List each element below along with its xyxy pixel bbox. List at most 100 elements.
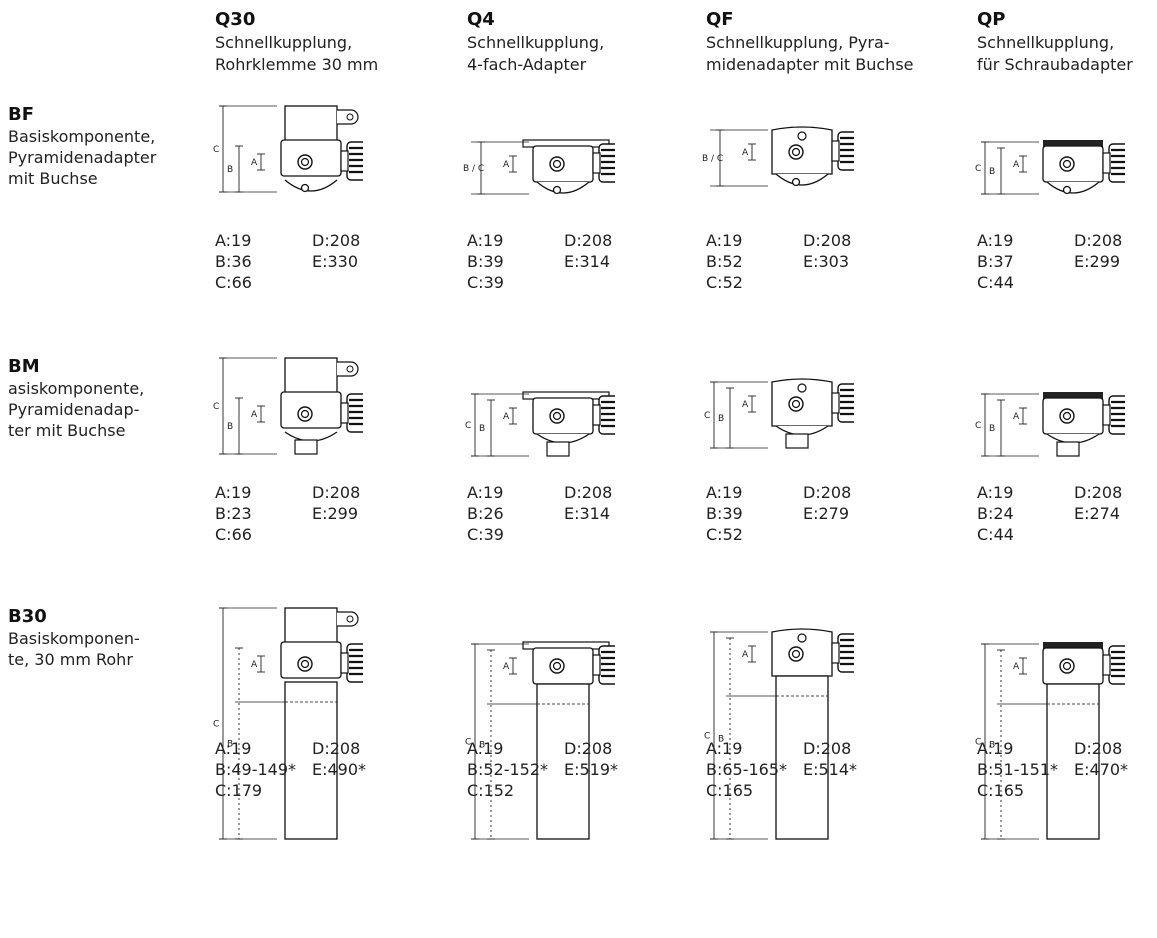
dimension-e: E:299 [1074, 252, 1121, 271]
knob-icon [340, 141, 370, 181]
svg-text:B: B [227, 165, 233, 175]
knob-icon [831, 131, 861, 171]
dimension-b: B:36 [215, 252, 252, 271]
component-drawing: CB A [213, 357, 370, 455]
dimension-d: D:208 [312, 739, 361, 758]
svg-text:C: C [213, 720, 219, 730]
dimension-e: E:314 [564, 504, 611, 523]
component-drawing: CBA [213, 105, 370, 193]
svg-text:A: A [1013, 160, 1020, 170]
dimension-c: C:44 [977, 273, 1014, 292]
column-description: Schnellkupplung, Pyra- midenadapter mit … [706, 33, 914, 74]
svg-text:C: C [465, 738, 471, 748]
dimension-a: A:19 [706, 739, 743, 758]
row-description: Basiskomponente, Pyramidenadapter mit Bu… [8, 127, 157, 188]
dimension-d: D:208 [564, 231, 613, 250]
svg-text:C: C [465, 421, 471, 431]
column-code: Q30 [215, 9, 256, 30]
dimension-b: B:26 [467, 504, 504, 523]
column-description: Schnellkupplung, Rohrklemme 30 mm [215, 33, 379, 74]
column-code: QF [706, 9, 734, 30]
dimension-a: A:19 [467, 231, 504, 250]
row-code: BF [8, 104, 35, 125]
knob-icon [831, 633, 861, 673]
component-drawing: B / CA [702, 126, 861, 187]
dimension-c: C:179 [215, 781, 263, 800]
dimension-e: E:470* [1074, 760, 1129, 779]
svg-text:B: B [227, 422, 233, 432]
dimension-a: A:19 [215, 483, 252, 502]
knob-icon [831, 383, 861, 423]
row-code: B30 [8, 606, 47, 627]
dimension-e: E:299 [312, 504, 359, 523]
svg-text:C: C [975, 421, 981, 431]
column-header: QF Schnellkupplung, Pyra- midenadapter mi… [706, 8, 936, 76]
svg-text:A: A [251, 410, 258, 420]
dimension-d: D:208 [1074, 739, 1123, 758]
row-description: Basiskomponen- te, 30 mm Rohr [8, 629, 140, 669]
svg-text:C: C [704, 411, 710, 421]
svg-text:B: B [989, 167, 995, 177]
svg-text:B: B [718, 414, 724, 424]
dimension-d: D:208 [1074, 483, 1123, 502]
dimension-b: B:39 [706, 504, 743, 523]
dimension-c: C:39 [467, 273, 504, 292]
dimension-d: D:208 [1074, 231, 1123, 250]
knob-icon [1102, 143, 1132, 183]
knob-icon [340, 643, 370, 683]
dimension-c: C:44 [977, 525, 1014, 544]
dimension-e: E:490* [312, 760, 367, 779]
dimension-b: B:37 [977, 252, 1014, 271]
dimension-c: C:52 [706, 525, 743, 544]
row-description: asiskomponente, Pyramidenadap- ter mit B… [8, 379, 145, 440]
svg-text:C: C [213, 145, 219, 155]
dimension-a: A:19 [706, 483, 743, 502]
svg-text:B: B [718, 735, 724, 745]
svg-text:B: B [227, 740, 233, 750]
svg-text:A: A [1013, 662, 1020, 672]
svg-text:A: A [1013, 412, 1020, 422]
dimension-a: A:19 [215, 739, 252, 758]
dimension-e: E:519* [564, 760, 619, 779]
dimension-e: E:303 [803, 252, 850, 271]
dimension-b: B:65-165* [706, 760, 788, 779]
column-code: Q4 [467, 9, 495, 30]
svg-text:B: B [479, 424, 485, 434]
column-code: QP [977, 9, 1006, 30]
svg-text:A: A [742, 148, 749, 158]
dimension-c: C:152 [467, 781, 515, 800]
dimension-e: E:314 [564, 252, 611, 271]
dimension-c: C:165 [706, 781, 754, 800]
dimension-c: C:66 [215, 525, 252, 544]
svg-text:C: C [213, 402, 219, 412]
dimension-b: B:24 [977, 504, 1014, 523]
dimension-e: E:514* [803, 760, 858, 779]
row-code: BM [8, 356, 40, 377]
dimension-d: D:208 [564, 739, 613, 758]
dimension-a: A:19 [215, 231, 252, 250]
dimension-c: C:52 [706, 273, 743, 292]
dimension-a: A:19 [706, 231, 743, 250]
dimension-d: D:208 [312, 483, 361, 502]
knob-icon [1102, 395, 1132, 435]
dimension-b: B:51-151* [977, 760, 1059, 779]
dimension-b: B:39 [467, 252, 504, 271]
